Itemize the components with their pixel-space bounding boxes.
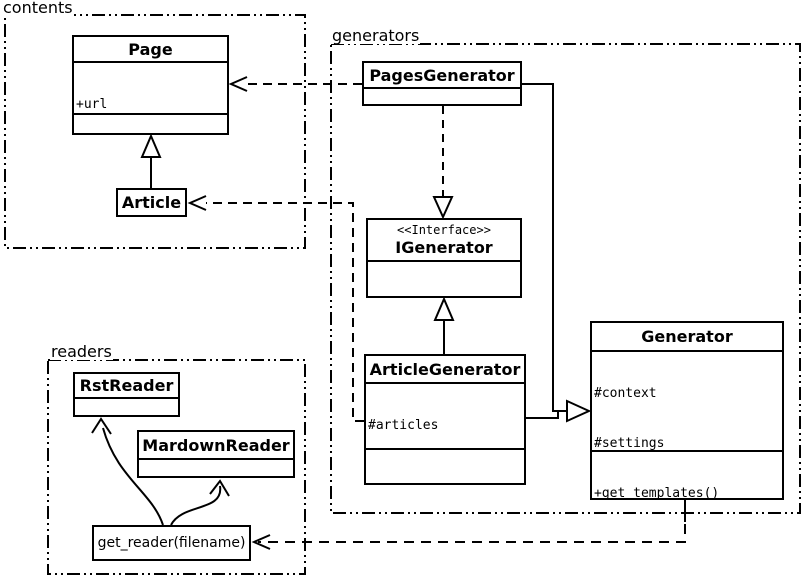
- edge-generator-getreader-line: [258, 524, 686, 543]
- edge-getreader-mardownreader-arrowhead-icon: [209, 479, 230, 497]
- class-articlegenerator-attributes: #articles #dates #tags #categories: [366, 382, 524, 448]
- class-mardownreader-title: MardownReader: [142, 435, 290, 455]
- class-rstreader-title: RstReader: [79, 376, 174, 395]
- class-igenerator-methods: +generate_context() +generate_output(): [368, 260, 520, 296]
- class-pagesgenerator: PagesGenerator #pages: [362, 61, 522, 106]
- edge-articlegenerator-article-arrowhead-icon: [187, 195, 207, 211]
- class-page-methods: +check_properties(): [74, 113, 227, 133]
- class-page-title: Page: [128, 39, 173, 59]
- class-articlegenerator: ArticleGenerator #articles #dates #tags …: [364, 354, 526, 485]
- class-mardownreader-methods: +read(): [139, 458, 293, 476]
- edge-pagesgenerator-igenerator-triangle-icon: [432, 196, 454, 220]
- class-mardownreader: MardownReader +read(): [137, 430, 295, 478]
- class-articlegenerator-methods: +generate_feeds() +generate_pages(): [366, 448, 524, 483]
- class-rstreader: RstReader +read(): [73, 372, 180, 417]
- class-generator-attributes: #context #settings #path #theme #output_…: [592, 350, 782, 450]
- edge-getreader-rstreader-line: [102, 427, 164, 526]
- edge-articlegenerator-generator-line: [526, 410, 567, 419]
- edge-pagesgenerator-page-arrowhead-icon: [228, 76, 248, 92]
- method: +get_templates(): [594, 486, 720, 498]
- class-igenerator: <<Interface>> IGenerator +generate_conte…: [366, 218, 522, 298]
- function-get-reader: get_reader(filename): [92, 525, 251, 561]
- package-readers-label: readers: [50, 342, 113, 361]
- class-articlegenerator-title: ArticleGenerator: [369, 359, 521, 379]
- class-generator-methods: +get_templates() +get_files(path,exclude…: [592, 450, 782, 498]
- class-igenerator-name: IGenerator: [395, 238, 493, 257]
- interface-stereotype: <<Interface>>: [397, 223, 491, 237]
- attribute: #context: [594, 386, 657, 401]
- package-generators-label: generators: [331, 26, 421, 45]
- attribute: +url: [76, 97, 108, 112]
- class-page: Page +url +slug +summary +check_properti…: [72, 35, 229, 135]
- edge-getreader-rstreader-arrowhead-icon: [91, 417, 112, 435]
- package-contents-border: [4, 14, 306, 249]
- class-pagesgenerator-attributes: #pages: [364, 87, 520, 104]
- edge-pagesgenerator-generator-line: [522, 83, 567, 412]
- edge-articlegenerator-igenerator-triangle-icon: [433, 296, 455, 321]
- package-generators-border: [330, 43, 801, 514]
- class-generator-title: Generator: [641, 327, 733, 346]
- class-generator: Generator #context #settings #path #them…: [590, 321, 784, 500]
- attribute: #settings: [594, 435, 665, 451]
- class-article-title: Article: [121, 193, 182, 212]
- package-contents-label: contents: [2, 0, 74, 17]
- class-page-attributes: +url +slug +summary: [74, 61, 227, 113]
- class-article: Article: [116, 188, 187, 217]
- edge-generator-getreader-arrowhead-icon: [251, 534, 271, 550]
- package-readers-border: [47, 359, 306, 575]
- edge-article-page-triangle-icon: [140, 133, 162, 158]
- class-rstreader-methods: +read(): [75, 397, 178, 415]
- class-igenerator-title: <<Interface>> IGenerator: [368, 220, 520, 260]
- attribute: #articles: [368, 418, 439, 433]
- class-pagesgenerator-title: PagesGenerator: [369, 65, 515, 85]
- edge-articlegenerator-article-line: [206, 202, 364, 422]
- function-get-reader-label: get_reader(filename): [97, 535, 246, 551]
- edge-getreader-mardownreader-line: [170, 485, 222, 526]
- edge-generator-triangle-icon: [566, 399, 592, 423]
